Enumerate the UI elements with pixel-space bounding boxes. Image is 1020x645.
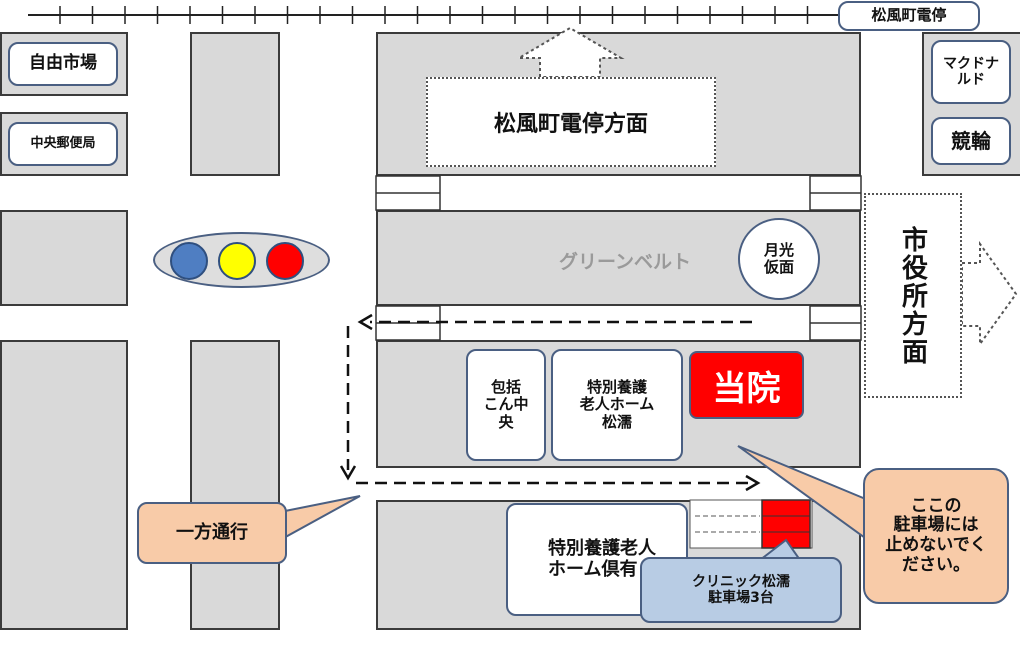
block-west-south [0, 340, 128, 630]
gekko-kamen-label: 月光 仮面 [738, 218, 820, 300]
mcdonalds-label: マクドナ ルド [931, 40, 1011, 104]
houkatsu-center-label: 包括 こん中 央 [466, 349, 546, 461]
tram-direction-label: 松風町電停方面 [426, 77, 716, 167]
signal-blue-light [170, 242, 208, 280]
tram-stop-label: 松風町電停 [838, 1, 980, 31]
no-parking-callout: ここの 駐車場には 止めないでく ださい。 [863, 468, 1009, 604]
signal-yellow-light [218, 242, 256, 280]
keirin-label: 競輪 [931, 117, 1011, 165]
nursing-home-matsunure-label: 特別養護 老人ホーム 松濡 [551, 349, 683, 461]
our-clinic-label[interactable]: 当院 [689, 351, 804, 419]
post-office-label: 中央郵便局 [8, 122, 118, 166]
block-center-north [190, 32, 280, 176]
city-hall-direction-label: 市役所方面 [864, 193, 962, 398]
block-center-south [190, 340, 280, 630]
signal-red-light [266, 242, 304, 280]
clinic-parking-label: クリニック松濡 駐車場3台 [640, 557, 842, 623]
block-west-mid [0, 210, 128, 306]
one-way-callout: 一方通行 [137, 502, 287, 564]
green-belt-label: グリーンベルト [558, 250, 692, 273]
jiyu-market-label: 自由市場 [8, 42, 118, 86]
